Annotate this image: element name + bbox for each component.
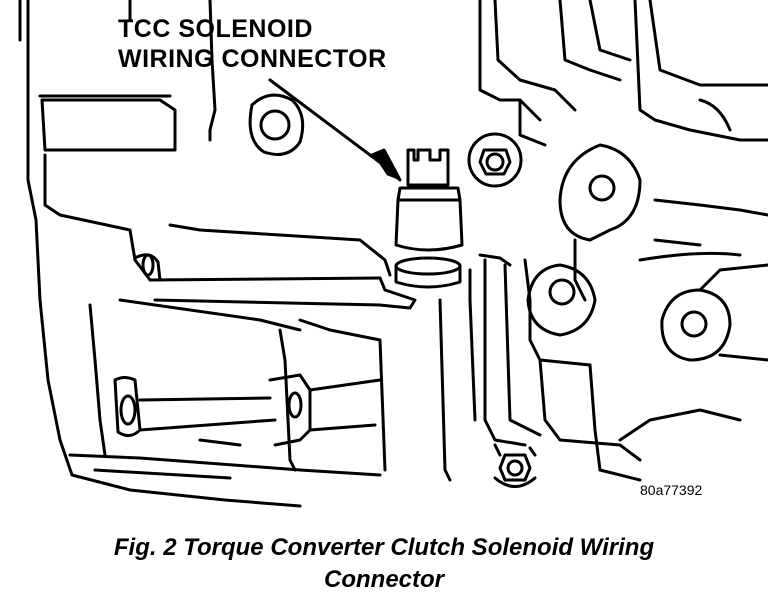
boss-middle — [440, 255, 740, 480]
boss-top — [250, 95, 303, 154]
callout-line-2: WIRING CONNECTOR — [118, 45, 387, 73]
caption-line-1: Fig. 2 Torque Converter Clutch Solenoid … — [113, 534, 655, 561]
callout-line-1: TCC SOLENOID — [118, 15, 313, 43]
callout-arrow — [270, 80, 400, 180]
bolt-bottom — [495, 445, 535, 487]
transmission-valve-body-drawing — [0, 0, 768, 520]
valve-body-right — [480, 0, 768, 360]
callout-label: TCC SOLENOID WIRING CONNECTOR — [118, 14, 418, 74]
caption-line-2: Connector — [324, 566, 444, 593]
upper-left-block — [40, 0, 215, 150]
tcc-solenoid-connector — [396, 150, 462, 287]
housing-outline-left — [20, 0, 300, 506]
bolt-center — [469, 134, 521, 186]
figure-reference-code: 80a77392 — [640, 482, 703, 498]
lower-struts — [70, 300, 385, 478]
figure-caption: Fig. 2 Torque Converter Clutch Solenoid … — [0, 532, 768, 596]
middle-frame — [45, 155, 415, 308]
